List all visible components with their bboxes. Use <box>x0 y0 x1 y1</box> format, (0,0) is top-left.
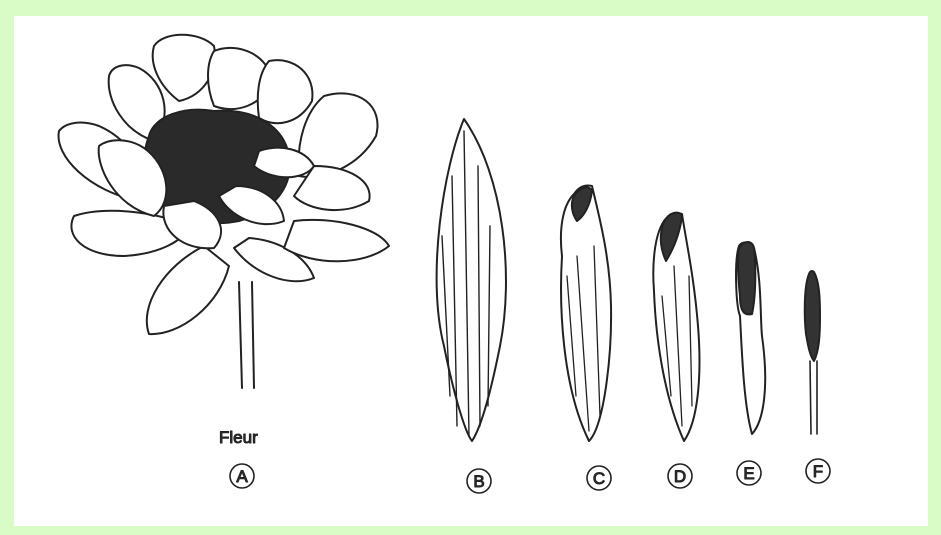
flower-drawing <box>59 35 389 388</box>
petal-c-drawing <box>561 185 611 441</box>
illustration-panel: Fleur A B C <box>14 16 928 526</box>
svg-text:A: A <box>236 467 248 486</box>
flower-caption: Fleur <box>219 428 258 447</box>
svg-text:B: B <box>473 472 484 491</box>
petal-d-drawing <box>653 213 699 441</box>
label-d-circled: D <box>668 464 692 488</box>
svg-text:D: D <box>674 467 686 486</box>
stamen-f-drawing <box>805 271 820 434</box>
label-e-circled: E <box>737 461 761 485</box>
flower-organ-illustration: Fleur A B C <box>14 16 928 526</box>
label-a-circled: A <box>230 464 254 488</box>
sepal-drawing <box>437 119 506 441</box>
petal <box>284 220 389 261</box>
petal <box>147 246 229 334</box>
stamen-e-drawing <box>736 242 765 434</box>
label-b-circled: B <box>467 469 491 493</box>
petal <box>153 35 215 101</box>
svg-text:E: E <box>743 464 754 483</box>
label-c-circled: C <box>587 466 611 490</box>
label-f-circled: F <box>806 459 830 483</box>
svg-text:F: F <box>813 462 823 481</box>
petal <box>258 60 313 123</box>
svg-text:C: C <box>593 469 605 488</box>
flower-stem <box>239 282 254 388</box>
